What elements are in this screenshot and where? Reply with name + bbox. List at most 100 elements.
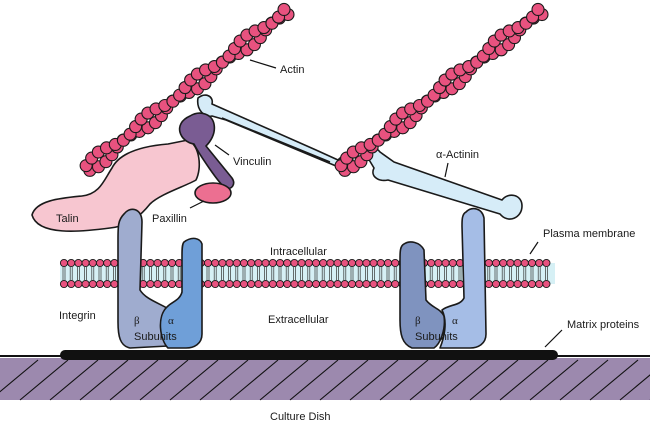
lipid-head-outer [275, 258, 285, 268]
lipid-head-inner [95, 279, 105, 289]
label-alpha-right: α [452, 315, 458, 327]
lipid-head-outer [333, 258, 342, 268]
labels: Actin Vinculin α-Actinin Talin Paxillin … [56, 64, 640, 423]
lipid-head-outer [347, 258, 357, 268]
lipid-head-inner [527, 279, 537, 289]
lipid-head-outer [110, 258, 119, 268]
lipid-head-inner [441, 279, 450, 289]
lipid-head-outer [326, 258, 335, 268]
lipid-head-inner [261, 279, 270, 289]
lipid-head-inner [319, 279, 328, 289]
lipid-head-inner [239, 279, 249, 289]
lipid-head-inner [268, 279, 277, 289]
lipid-head-outer [67, 258, 76, 268]
lipid-head-inner [211, 279, 220, 289]
lipid-head-inner [74, 279, 83, 289]
lipid-head-outer [153, 258, 162, 268]
lipid-head-outer [95, 258, 105, 268]
lipid-head-outer [427, 258, 436, 268]
lipid-head-inner [290, 279, 299, 289]
lipid-head-outer [535, 258, 544, 268]
dish-hatch-line [439, 359, 489, 401]
paxillin-protein [194, 182, 232, 204]
leader-matrix-proteins [544, 329, 563, 348]
lipid-head-outer [160, 258, 169, 268]
lipid-head-outer [499, 258, 508, 268]
lipid-head-outer [247, 258, 256, 268]
lipid-head-inner [434, 279, 443, 289]
dish-hatch-line [49, 359, 99, 401]
dish-hatch-line [349, 359, 399, 401]
lipid-head-outer [239, 258, 249, 268]
lipid-head-outer [304, 258, 313, 268]
lipid-head-inner [81, 279, 90, 289]
talin-protein [31, 139, 201, 232]
lipid-head-outer [146, 258, 155, 268]
dish-hatch-line [109, 359, 159, 401]
lipid-head-inner [455, 279, 465, 289]
lipid-head-inner [340, 279, 349, 289]
lipid-head-outer [167, 258, 177, 268]
lipid-head-outer [88, 258, 97, 268]
leader-plasma-membrane [529, 241, 539, 255]
label-beta-left: β [134, 315, 140, 327]
lipid-head-inner [59, 279, 69, 289]
label-integrin: Integrin [59, 310, 96, 322]
label-paxillin: Paxillin [152, 213, 187, 225]
label-actin: Actin [280, 64, 304, 76]
label-subunits-right: Subunits [415, 331, 458, 343]
lipid-head-outer [520, 258, 529, 268]
alpha-actinin-left [196, 94, 354, 172]
lipid-head-outer [441, 258, 450, 268]
lipid-head-inner [297, 279, 306, 289]
lipid-head-inner [499, 279, 508, 289]
culture-dish-hatching [0, 359, 650, 401]
integrin-right [399, 207, 487, 349]
lipid-head-inner [506, 279, 515, 289]
lipid-head-outer [232, 258, 241, 268]
dish-hatch-line [139, 359, 189, 401]
lipid-head-inner [146, 279, 155, 289]
lipid-head-inner [484, 279, 493, 289]
label-subunits-left: Subunits [134, 331, 177, 343]
lipid-head-outer [103, 258, 112, 268]
lipid-head-outer [319, 258, 328, 268]
dish-hatch-line [379, 359, 429, 401]
lipid-head-outer [369, 258, 378, 268]
lipid-head-outer [218, 258, 227, 268]
lipid-head-inner [283, 279, 292, 289]
lipid-head-inner [535, 279, 544, 289]
dish-hatch-line [199, 359, 249, 401]
culture-dish [0, 355, 650, 401]
dish-hatch-line [499, 359, 549, 401]
lipid-head-inner [362, 279, 371, 289]
leader-paxillin [189, 200, 205, 209]
lipid-head-inner [225, 279, 234, 289]
lipid-head-outer [376, 258, 385, 268]
lipid-head-inner [347, 279, 357, 289]
lipid-head-inner [427, 279, 436, 289]
lipid-head-inner [247, 279, 256, 289]
lipid-head-outer [506, 258, 515, 268]
lipid-head-inner [513, 279, 522, 289]
label-vinculin: Vinculin [233, 156, 271, 168]
lipid-head-inner [167, 279, 177, 289]
integrin-right-alpha-subunit [439, 207, 487, 349]
lipid-head-outer [268, 258, 277, 268]
lipid-head-inner [218, 279, 227, 289]
lipid-head-outer [225, 258, 234, 268]
lipid-head-inner [383, 279, 393, 289]
label-alpha-left: α [168, 315, 174, 327]
vinculin-shape [178, 112, 235, 190]
dish-hatch-line [0, 359, 39, 393]
lipid-head-inner [311, 279, 321, 289]
dish-hatch-line [529, 359, 579, 401]
lipid-head-outer [355, 258, 364, 268]
integrin-left-alpha-subunit [159, 237, 203, 349]
lipid-head-inner [232, 279, 241, 289]
vinculin-protein [178, 112, 235, 190]
lipid-head-inner [103, 279, 112, 289]
lipid-head-inner [491, 279, 501, 289]
